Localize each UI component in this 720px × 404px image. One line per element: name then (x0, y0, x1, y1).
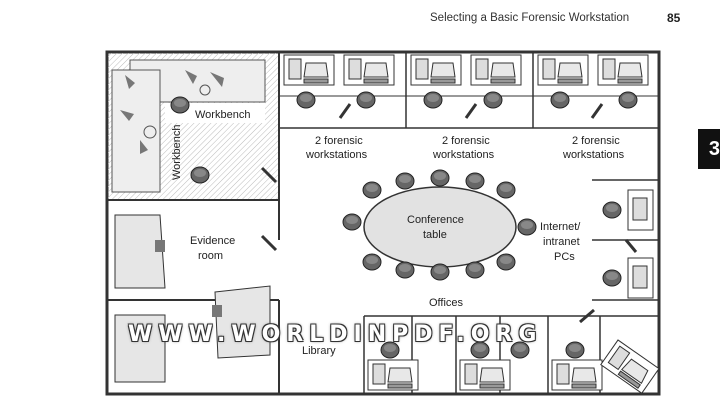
conference-label-line1: Conference (407, 214, 464, 226)
library-label: Library (302, 345, 336, 357)
forensic-label-3-line2: workstations (562, 149, 625, 161)
offices-label: Offices (429, 297, 464, 309)
page-number: 85 (667, 11, 681, 25)
workbench-vertical-label: Workbench (171, 125, 183, 180)
forensic-label-2-line2: workstations (432, 149, 495, 161)
evidence-label-line1: Evidence (190, 235, 235, 247)
chapter-tab: 3 (698, 129, 720, 169)
internet-label-line2: intranet (543, 236, 580, 248)
workbench-label: Workbench (195, 109, 250, 121)
running-header-title: Selecting a Basic Forensic Workstation (430, 12, 630, 24)
forensic-label-2-line1: 2 forensic (442, 135, 490, 147)
evidence-label-line2: room (198, 250, 223, 262)
forensic-label-3-line1: 2 forensic (572, 135, 620, 147)
internet-label-line3: PCs (554, 251, 575, 263)
forensic-label-1-line1: 2 forensic (315, 135, 363, 147)
forensic-label-1-line2: workstations (305, 149, 368, 161)
internet-label-line1: Internet/ (540, 221, 581, 233)
conference-label-line2: table (423, 229, 447, 241)
watermark: WWW.WORLDINPDF.ORG (128, 322, 543, 347)
